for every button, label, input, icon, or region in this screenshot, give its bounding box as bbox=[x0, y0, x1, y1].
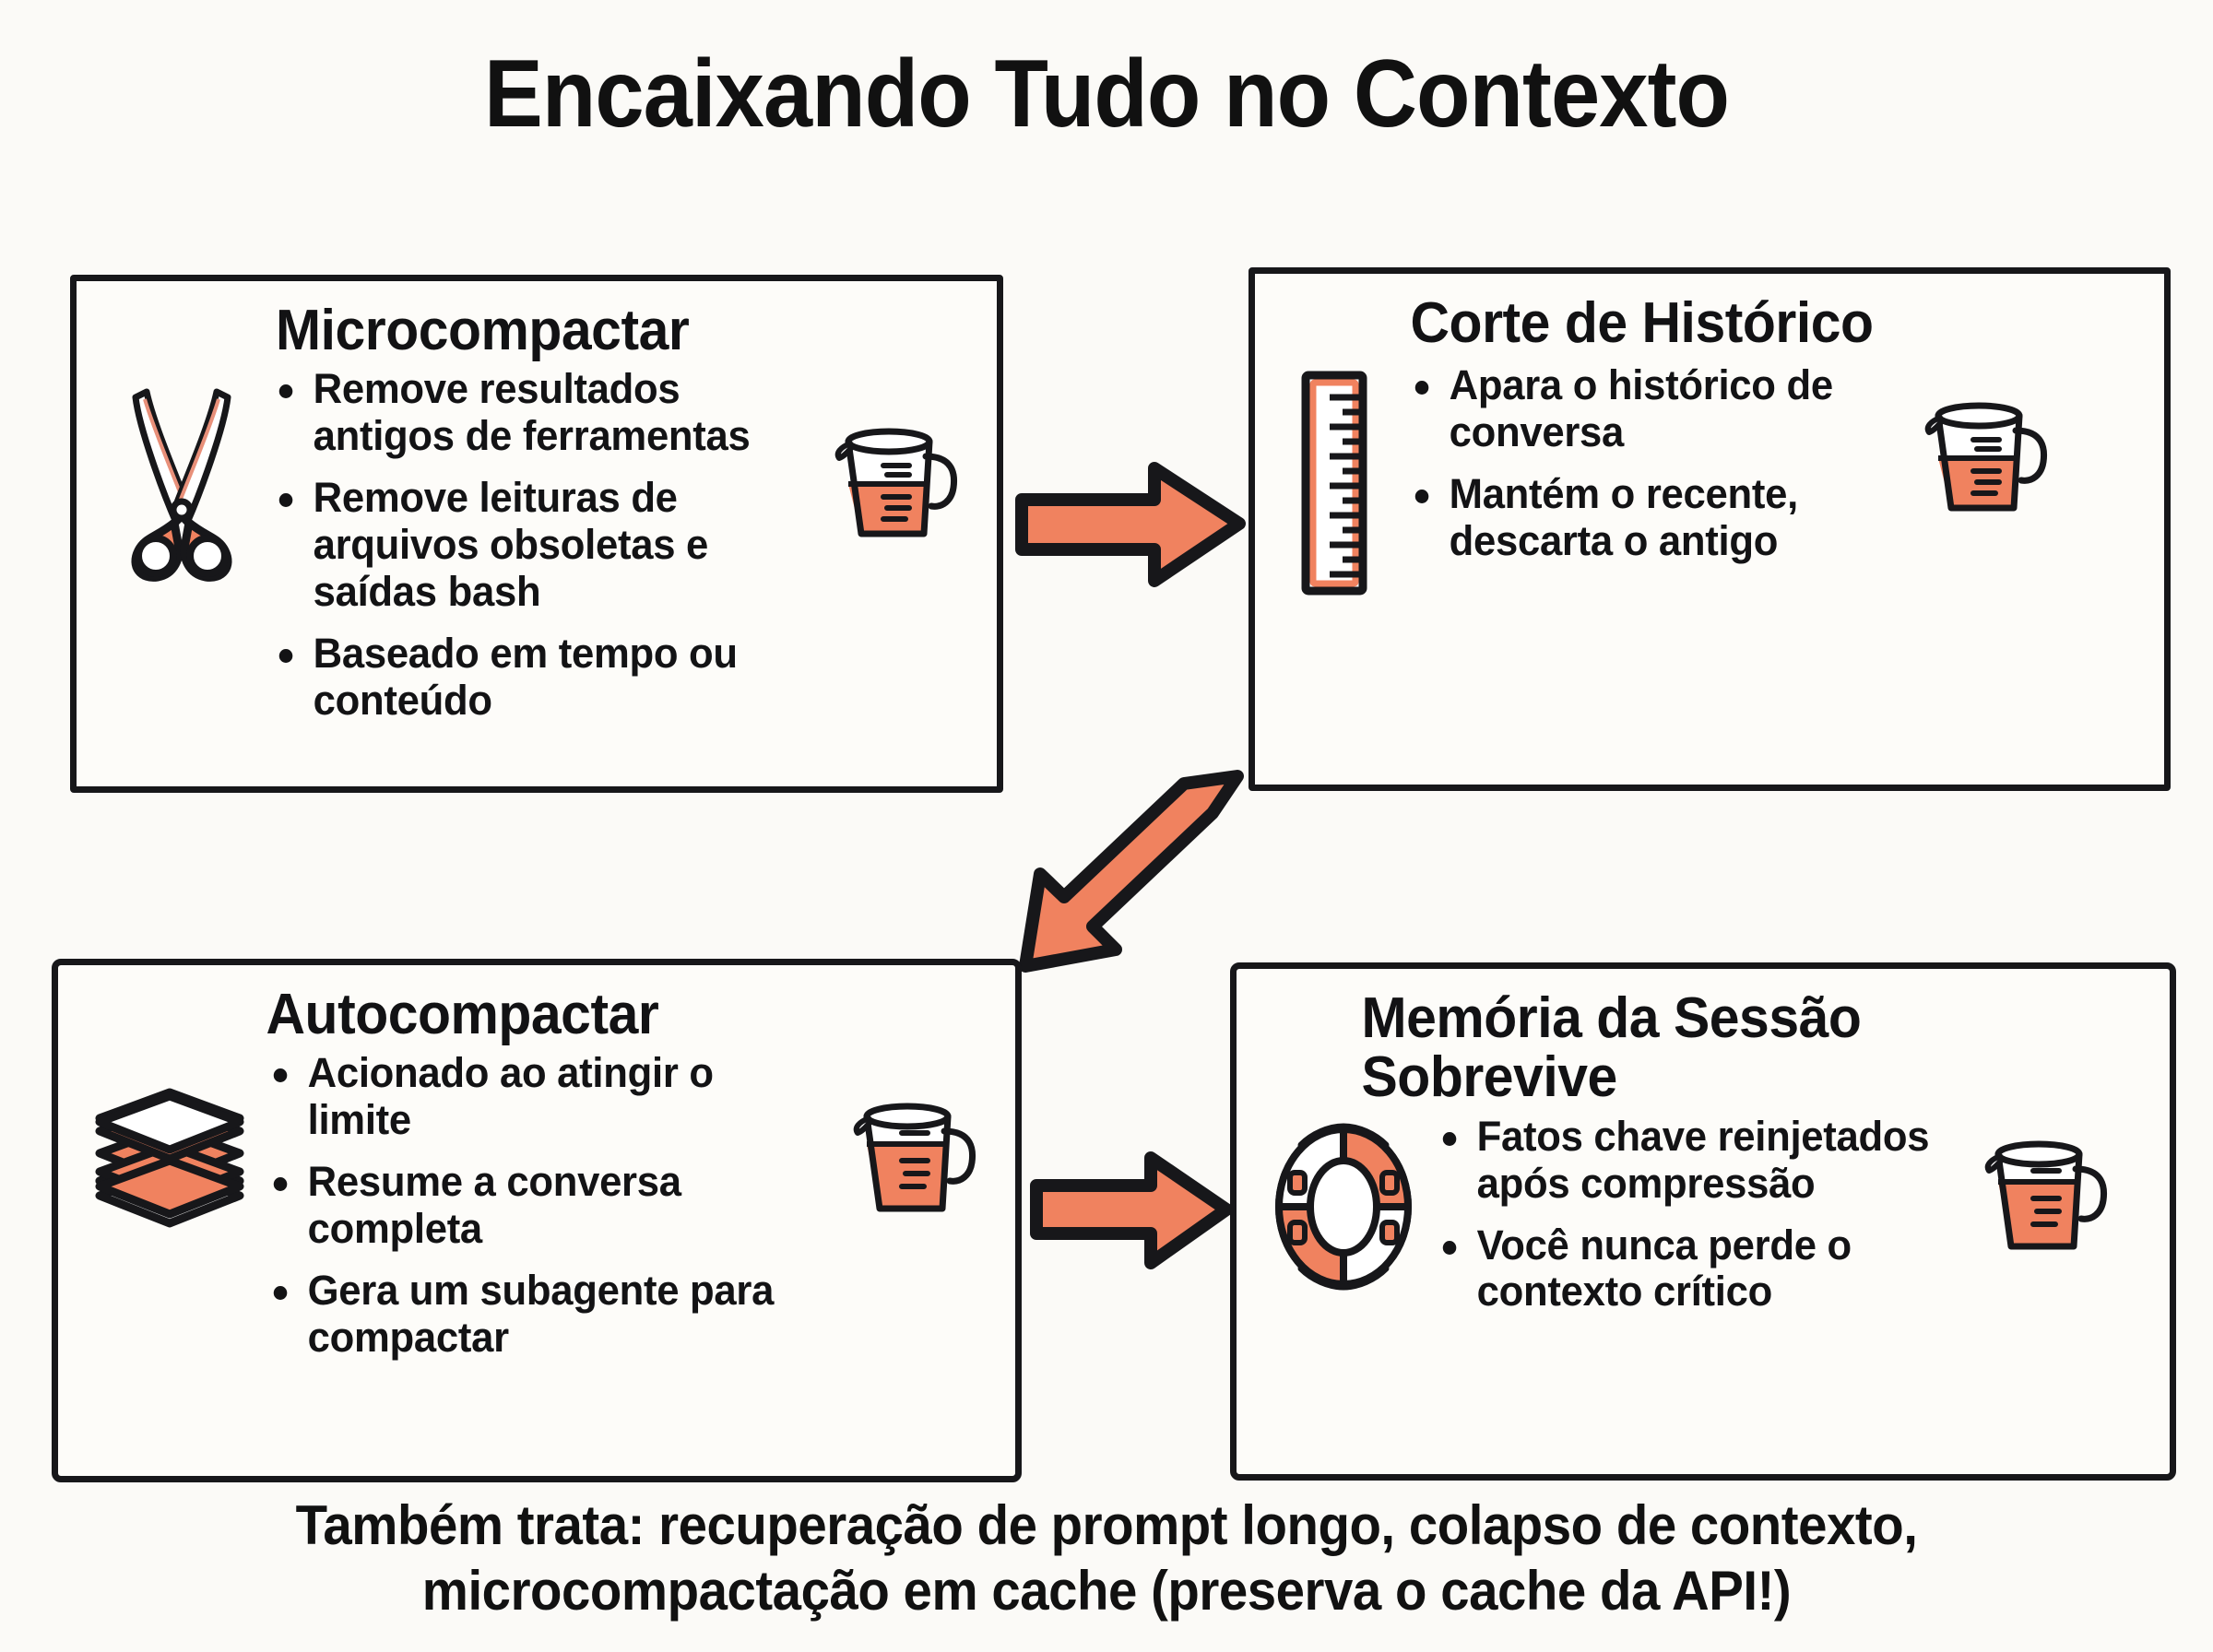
list-item: Mantém o recente, descarta o antigo bbox=[1408, 470, 1891, 565]
panel-title: Memória da Sessão Sobrevive bbox=[1361, 986, 1862, 1110]
panel-title: Microcompactar bbox=[276, 299, 690, 362]
measuring-cup-icon-wrapper bbox=[844, 1050, 991, 1225]
ruler-icon-wrapper bbox=[1279, 359, 1399, 598]
arrow-right-icon bbox=[1015, 462, 1246, 587]
bullet-list: Apara o histórico de conversa Mantém o r… bbox=[1408, 359, 1906, 564]
layers-icon bbox=[95, 1088, 244, 1228]
scissors-icon-wrapper bbox=[101, 366, 263, 587]
measuring-cup-icon-wrapper bbox=[825, 366, 973, 550]
measuring-cup-icon bbox=[1924, 402, 2047, 512]
list-item: Remove leituras de arquivos obsoletas e … bbox=[272, 474, 799, 616]
ruler-icon bbox=[1301, 371, 1367, 596]
arrow-right-icon bbox=[1030, 1151, 1233, 1269]
bullet-list: Fatos chave reinjetados após compressão … bbox=[1436, 1110, 1970, 1316]
panel-autocompactar[interactable]: Autocompactar bbox=[52, 959, 1022, 1482]
arrow-right-top bbox=[1015, 461, 1247, 590]
page-title: Encaixando Tudo no Contexto bbox=[483, 41, 1730, 148]
list-item: Você nunca perde o contexto crítico bbox=[1436, 1221, 1955, 1316]
panel-memoria-da-sessao-sobrevive[interactable]: Memória da Sessão Sobrevive bbox=[1230, 962, 2176, 1481]
panel-title: Corte de Histórico bbox=[1410, 291, 1874, 355]
list-item: Acionado ao atingir o limite bbox=[266, 1050, 818, 1144]
arrow-down-left-icon bbox=[1019, 770, 1244, 973]
list-item: Baseado em tempo ou conteúdo bbox=[272, 630, 799, 725]
measuring-cup-icon bbox=[834, 428, 957, 537]
scissors-icon bbox=[131, 388, 232, 583]
list-item: Gera um subagente para compactar bbox=[266, 1267, 818, 1362]
list-item: Fatos chave reinjetados após compressão bbox=[1436, 1113, 1955, 1208]
footer-caption: Também trata: recuperação de prompt long… bbox=[295, 1494, 1918, 1622]
list-item: Apara o histórico de conversa bbox=[1408, 362, 1891, 456]
list-item: Resume a conversa completa bbox=[266, 1158, 818, 1253]
layers-icon-wrapper bbox=[82, 1050, 257, 1238]
lifebuoy-icon bbox=[1274, 1123, 1412, 1291]
measuring-cup-icon bbox=[1984, 1140, 2107, 1250]
bullet-list: Remove resultados antigos de ferramentas… bbox=[272, 366, 816, 724]
arrow-diagonal-wrapper bbox=[987, 756, 1263, 996]
lifebuoy-icon-wrapper bbox=[1260, 1110, 1426, 1294]
measuring-cup-icon-wrapper bbox=[1980, 1110, 2118, 1263]
panel-microcompactar[interactable]: Microcompactar Remove resultados antigos bbox=[70, 275, 1003, 793]
list-item: Remove resultados antigos de ferramentas bbox=[272, 366, 799, 460]
bullet-list: Acionado ao atingir o limite Resume a co… bbox=[266, 1050, 834, 1361]
panel-title: Autocompactar bbox=[266, 983, 659, 1046]
panel-corte-de-historico[interactable]: Corte de Histórico bbox=[1249, 267, 2171, 791]
arrow-right-bottom bbox=[1030, 1150, 1234, 1270]
measuring-cup-icon bbox=[853, 1103, 976, 1212]
measuring-cup-icon-wrapper bbox=[1915, 359, 2063, 525]
